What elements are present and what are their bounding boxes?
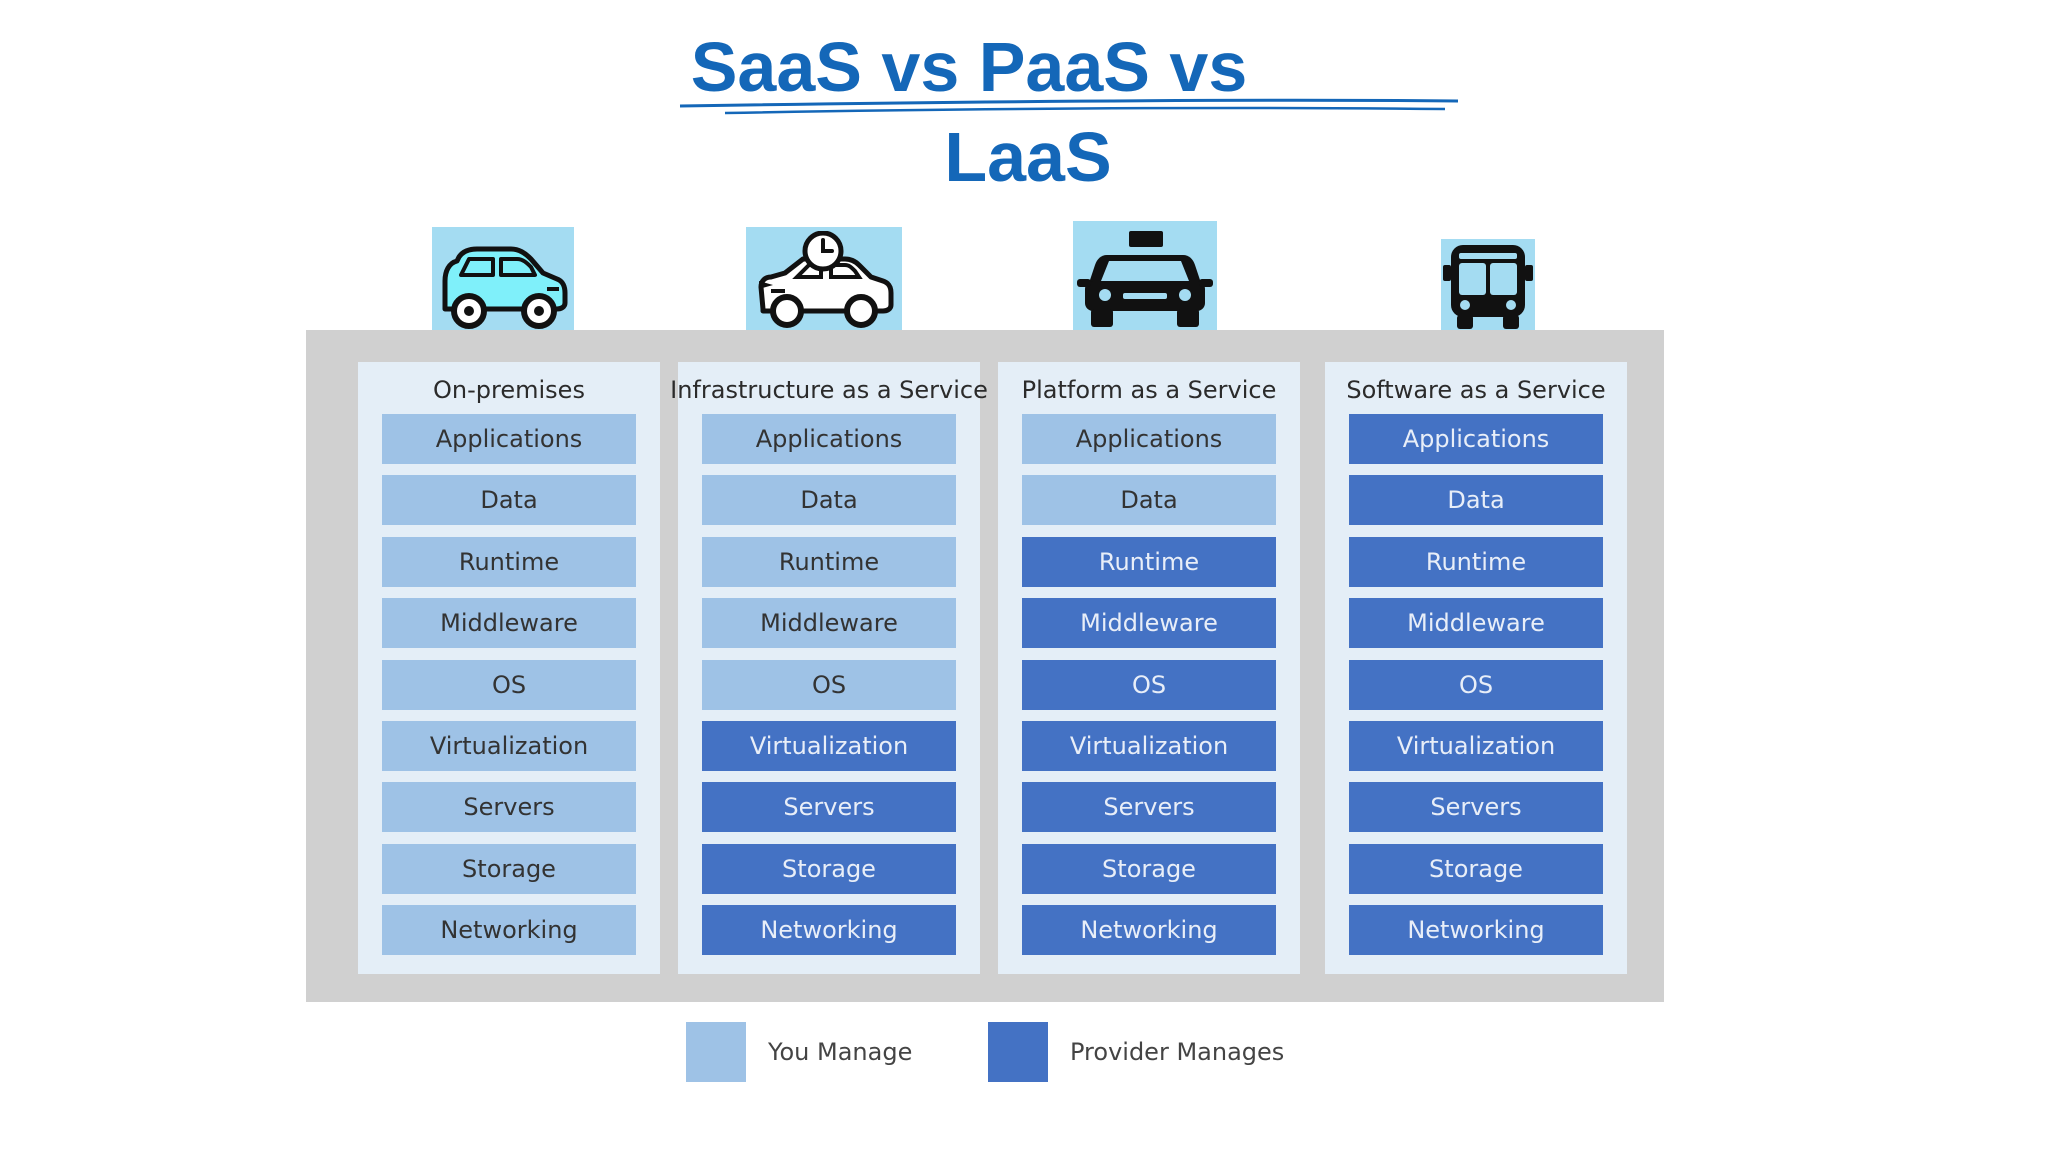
taxi-icon [1077,231,1213,327]
layer-data: Data [702,475,956,525]
layer-virtualization: Virtualization [382,721,636,771]
layer-virtualization: Virtualization [702,721,956,771]
layer-os: OS [382,660,636,710]
layer-middleware: Middleware [1349,598,1603,648]
layer-applications: Applications [382,414,636,464]
layer-virtualization: Virtualization [1022,721,1276,771]
title-line-2: LaaS [944,118,1112,196]
layer-middleware: Middleware [382,598,636,648]
layer-networking: Networking [1022,905,1276,955]
layer-data: Data [1022,475,1276,525]
legend-label-you-manage: You Manage [768,1038,913,1066]
layer-os: OS [1349,660,1603,710]
bus-icon [1443,245,1533,329]
car-icon [442,246,568,329]
layer-middleware: Middleware [702,598,956,648]
layer-applications: Applications [702,414,956,464]
layer-networking: Networking [382,905,636,955]
layer-os: OS [702,660,956,710]
column-title: Software as a Service [1346,376,1606,404]
iaas-icon-box [746,227,902,331]
on-premises-icon-box [432,227,574,331]
column-title: On-premises [433,376,585,404]
layer-servers: Servers [702,782,956,832]
layer-os: OS [1022,660,1276,710]
layer-middleware: Middleware [1022,598,1276,648]
layer-storage: Storage [702,844,956,894]
layer-networking: Networking [702,905,956,955]
layer-data: Data [382,475,636,525]
layer-runtime: Runtime [702,537,956,587]
column-title: Infrastructure as a Service [670,376,988,404]
layer-servers: Servers [382,782,636,832]
layer-virtualization: Virtualization [1349,721,1603,771]
layer-data: Data [1349,475,1603,525]
layer-servers: Servers [1022,782,1276,832]
saas-icon-box [1441,239,1535,331]
layer-storage: Storage [1022,844,1276,894]
legend-swatch-you-manage [686,1022,746,1082]
layer-storage: Storage [1349,844,1603,894]
paas-icon-box [1073,221,1217,331]
title-line-1: SaaS vs PaaS vs [690,28,1248,106]
layer-runtime: Runtime [1349,537,1603,587]
layer-servers: Servers [1349,782,1603,832]
layer-runtime: Runtime [382,537,636,587]
layer-runtime: Runtime [1022,537,1276,587]
layer-networking: Networking [1349,905,1603,955]
car-with-clock-icon [758,231,894,328]
layer-applications: Applications [1022,414,1276,464]
column-title: Platform as a Service [1021,376,1277,404]
layer-storage: Storage [382,844,636,894]
layer-applications: Applications [1349,414,1603,464]
legend-swatch-provider-manages [988,1022,1048,1082]
legend-label-provider-manages: Provider Manages [1070,1038,1285,1066]
